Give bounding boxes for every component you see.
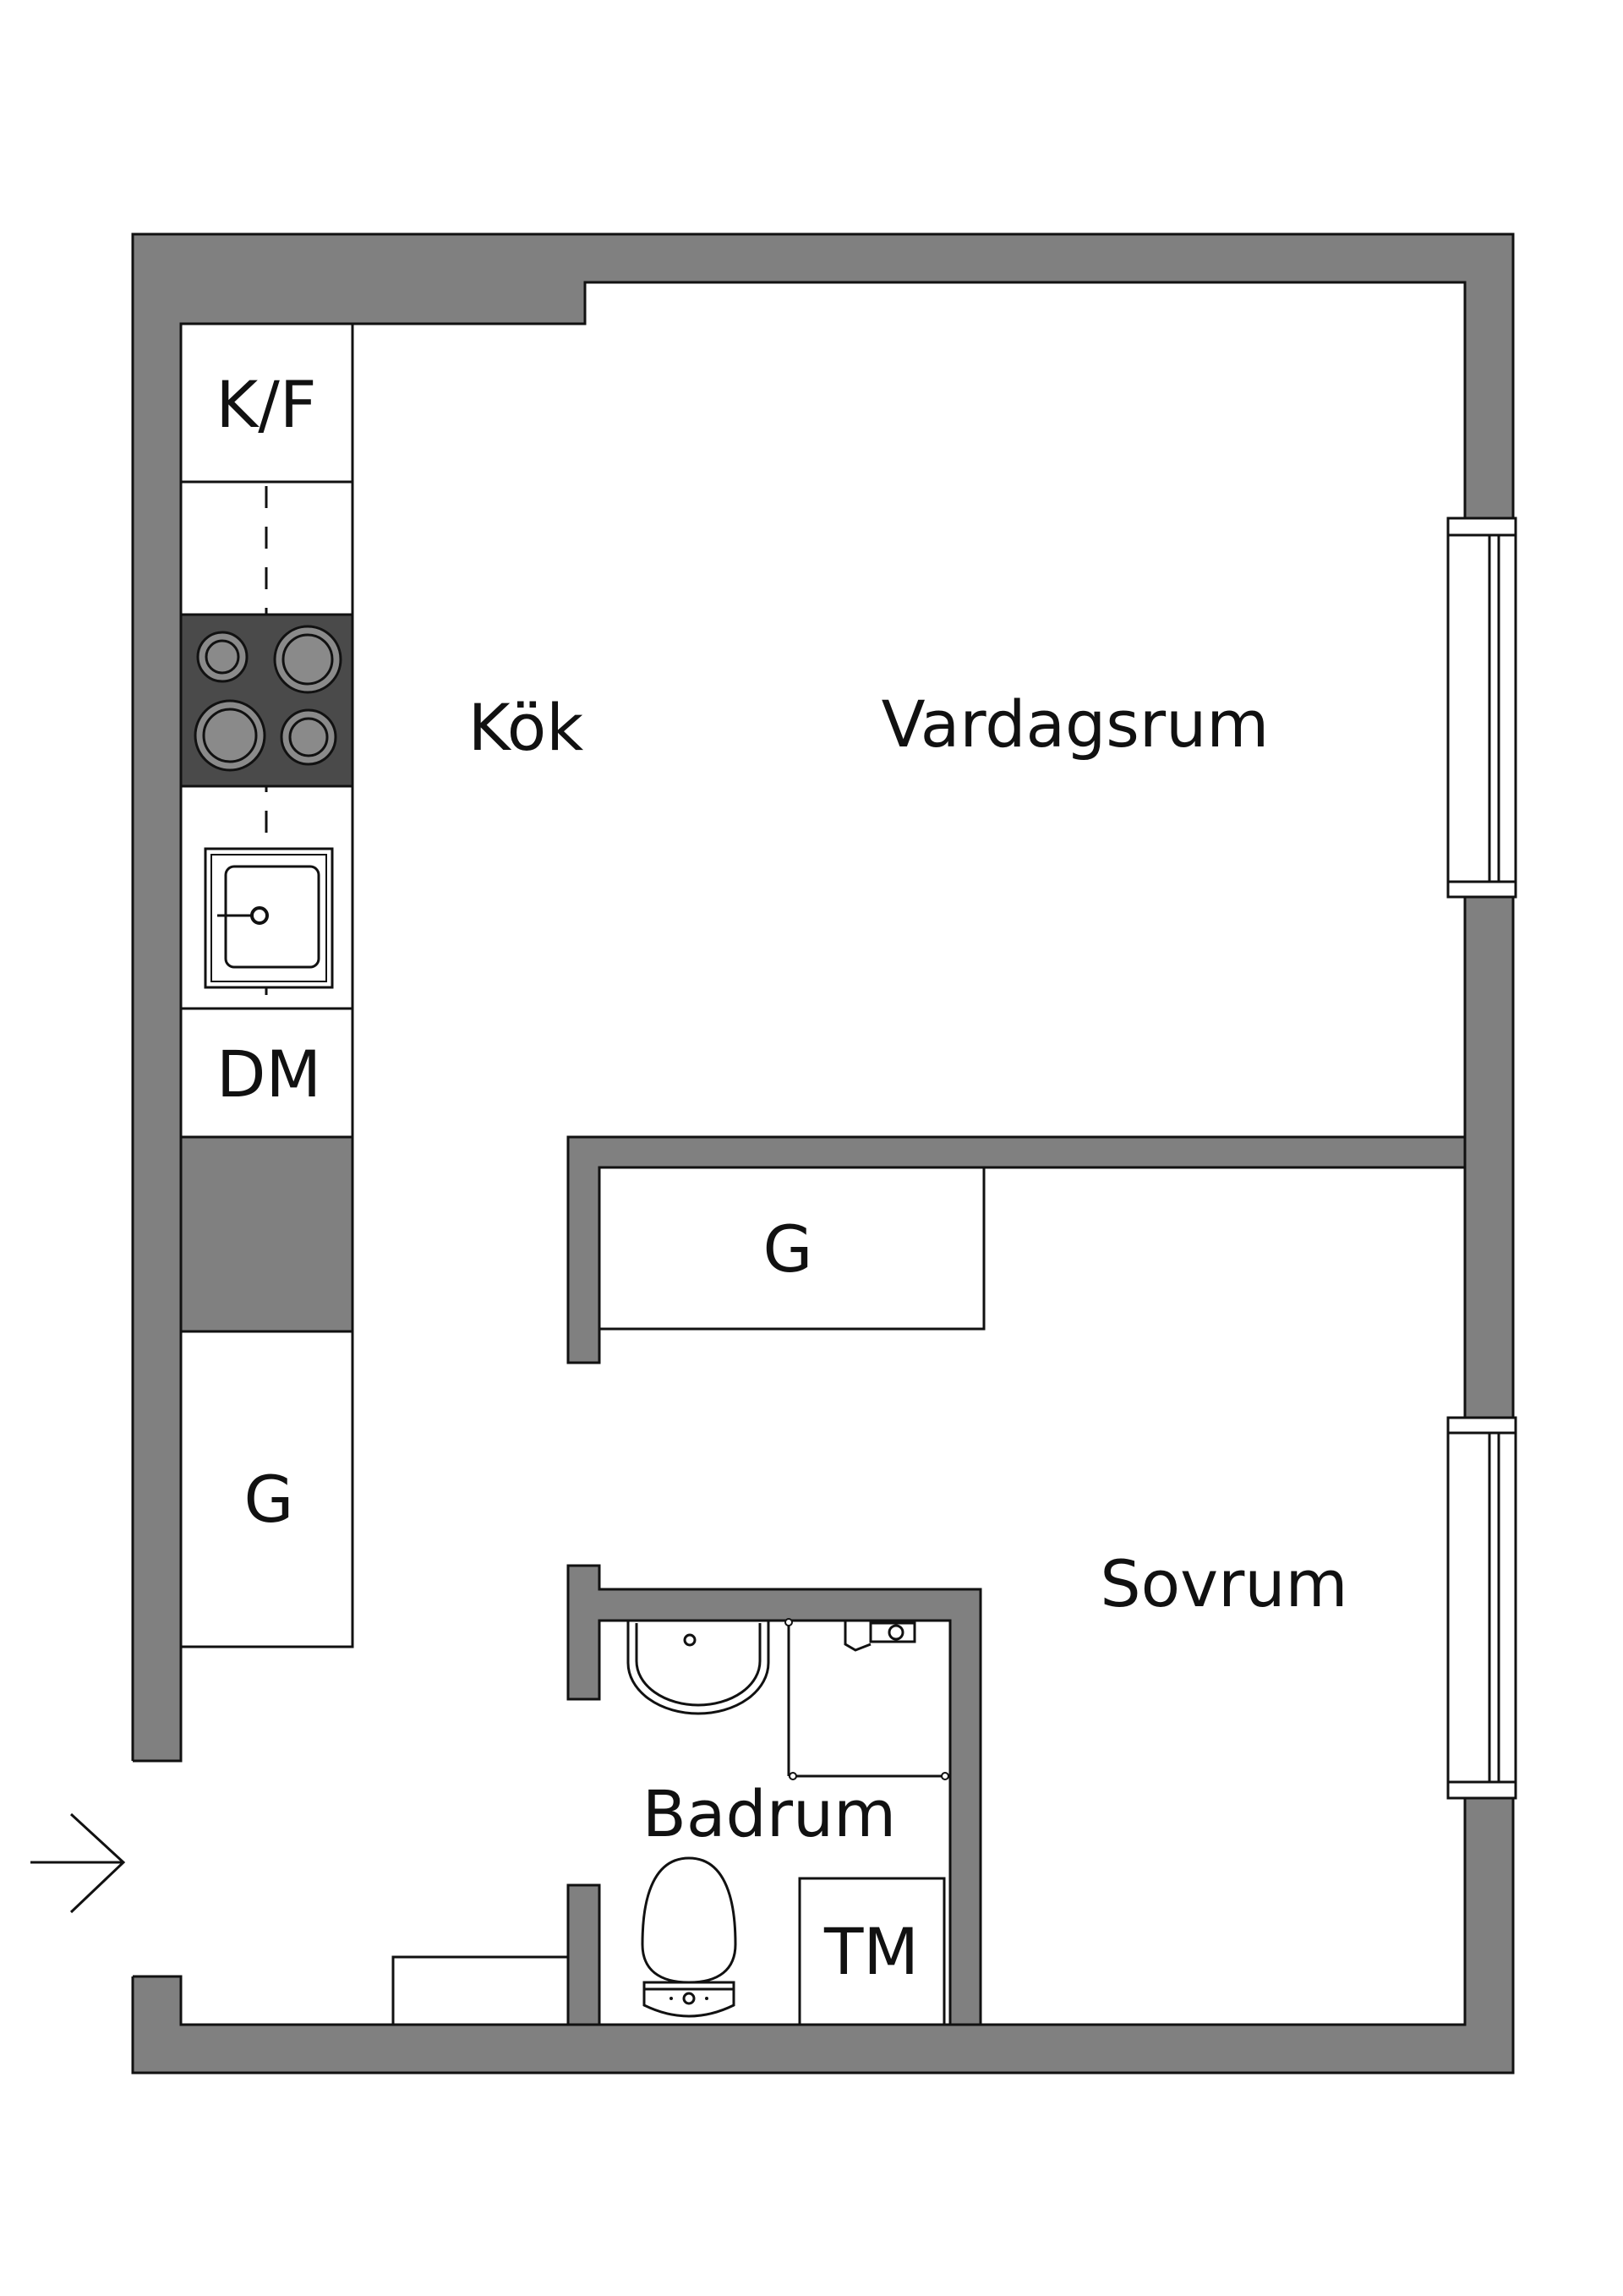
entrance-opening — [131, 1761, 183, 1976]
bathroom-wall-lower — [566, 1883, 601, 2026]
bedroom-wardrobe — [598, 1166, 986, 1331]
arrow-right-icon — [30, 1812, 126, 1914]
window-living-room — [1446, 517, 1517, 899]
washing-machine — [798, 1877, 946, 2026]
hall-shelf — [391, 1955, 570, 2026]
bedroom-wardrobe-label: G — [763, 1211, 813, 1287]
dishwasher-label: DM — [216, 1036, 321, 1112]
bedroom-label: Sovrum — [1100, 1546, 1347, 1621]
sink-icon — [204, 847, 334, 989]
living-room-label: Vardagsrum — [882, 686, 1270, 762]
bathroom-wall-upper — [566, 1564, 982, 2026]
hall-wardrobe-label: G — [244, 1462, 294, 1537]
toilet-icon — [641, 1856, 737, 2018]
shower-icon — [784, 1618, 950, 1780]
kitchen-wall-block — [179, 1135, 354, 1333]
hall-wardrobe — [179, 1330, 354, 1648]
washbasin-icon — [626, 1621, 770, 1715]
bathroom-label: Badrum — [642, 1776, 896, 1851]
window-bedroom — [1446, 1416, 1517, 1800]
stove-icon — [179, 613, 354, 788]
washing-machine-label: TM — [823, 1914, 919, 1989]
kitchen-label: Kök — [468, 690, 584, 765]
fridge-freezer-label: K/F — [216, 367, 316, 442]
